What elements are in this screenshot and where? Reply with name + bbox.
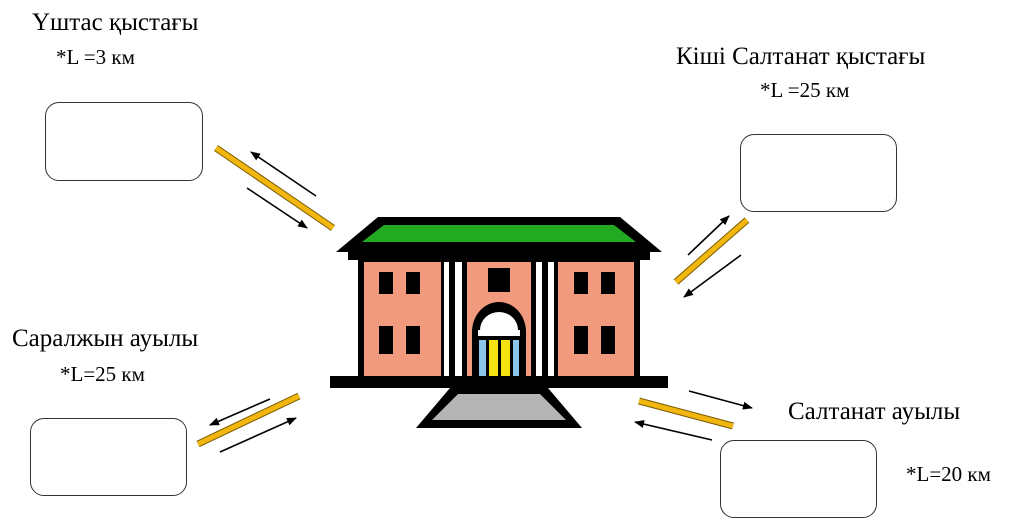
arrow-icon <box>209 398 271 426</box>
arrow-icon <box>688 390 753 410</box>
road-bottom-left <box>196 392 301 448</box>
distance-top-right: *L =25 км <box>760 78 850 102</box>
arrow-icon <box>687 215 730 256</box>
road-bottom-right <box>638 397 734 430</box>
location-name-bottom-left: Саралжын ауылы <box>12 325 199 352</box>
distance-bottom-left: *L=25 км <box>60 362 145 386</box>
road-top-left <box>214 145 335 231</box>
arrow-icon <box>634 420 713 441</box>
road-top-right <box>673 217 750 285</box>
arrow-icon <box>683 254 742 298</box>
distance-top-left: *L =3 км <box>56 45 135 69</box>
arrow-icon <box>246 187 308 229</box>
answer-box-top-left[interactable] <box>45 102 203 181</box>
location-name-bottom-right: Салтанат ауылы <box>788 398 961 425</box>
answer-box-top-right[interactable] <box>740 134 897 212</box>
distance-bottom-right: *L=20 км <box>906 462 991 486</box>
arrow-icon <box>219 417 297 453</box>
answer-box-bottom-right[interactable] <box>720 440 877 518</box>
answer-box-bottom-left[interactable] <box>30 418 187 496</box>
school-building-icon <box>330 217 668 428</box>
arrow-icon <box>250 151 317 197</box>
location-name-top-left: Үштас қыстағы <box>32 9 199 36</box>
location-name-top-right: Кіші Салтанат қыстағы <box>676 43 926 70</box>
